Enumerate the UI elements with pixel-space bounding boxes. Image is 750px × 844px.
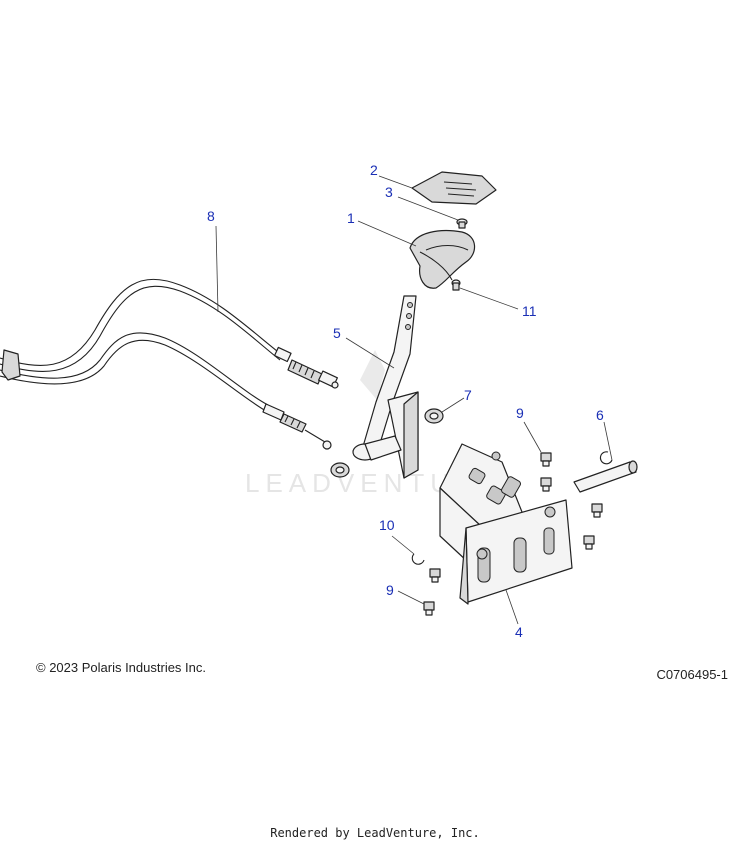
- callout-6: 6: [596, 407, 604, 423]
- copyright-text: © 2023 Polaris Industries Inc.: [36, 660, 206, 675]
- pivot-pin: [573, 460, 638, 493]
- bolt: [591, 503, 603, 518]
- knob-screw: [456, 218, 468, 229]
- e-clip-right: [599, 451, 613, 465]
- bushing-lower: [330, 462, 350, 478]
- bolt: [540, 477, 552, 492]
- callout-11: 11: [522, 303, 537, 319]
- callout-3: 3: [385, 184, 393, 200]
- callout-9-lower: 9: [386, 582, 394, 598]
- lower-cable-end: [262, 403, 332, 450]
- rendered-by-text: Rendered by LeadVenture, Inc.: [270, 826, 480, 840]
- shifter-bracket: [439, 443, 573, 605]
- diagram-code: C0706495-1: [656, 667, 728, 682]
- bolt: [583, 535, 595, 550]
- bolt: [429, 568, 441, 583]
- e-clip-left: [411, 553, 425, 565]
- upper-cable-end: [273, 346, 339, 389]
- knob-set-screw: [451, 279, 461, 291]
- callout-4: 4: [515, 624, 523, 640]
- callouts: 2 3 1 11 8 5 7 9 6 10 9 4: [207, 162, 604, 640]
- shift-lever: [352, 295, 419, 479]
- leader-lines: [215, 175, 613, 625]
- callout-5: 5: [333, 325, 341, 341]
- bolt: [540, 452, 552, 467]
- bushing-7: [424, 408, 444, 424]
- shift-knob: [409, 229, 476, 289]
- callout-10: 10: [379, 517, 395, 533]
- callout-2: 2: [370, 162, 378, 178]
- cable-clamp: [1, 349, 21, 381]
- callout-1: 1: [347, 210, 355, 226]
- callout-9-upper: 9: [516, 405, 524, 421]
- shift-cable-assembly: [0, 278, 339, 450]
- callout-8: 8: [207, 208, 215, 224]
- callout-7: 7: [464, 387, 472, 403]
- bolt: [423, 601, 435, 616]
